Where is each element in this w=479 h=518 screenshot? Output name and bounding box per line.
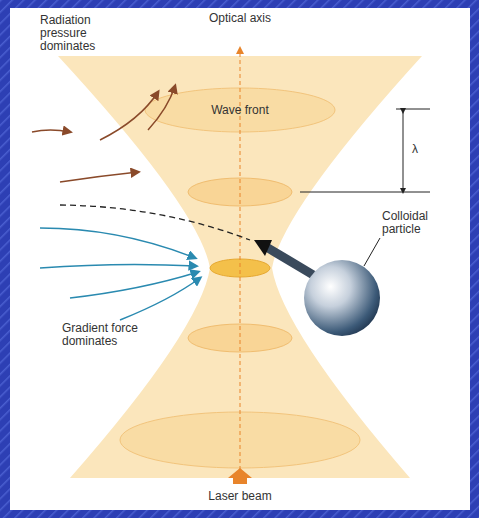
region-label: Gradient force dominates bbox=[62, 322, 142, 348]
region-label: Radiation pressure dominates bbox=[40, 14, 120, 53]
axis-label: Optical axis bbox=[200, 12, 280, 25]
wavelength-label: λ bbox=[412, 143, 432, 156]
wavefront-label: Wave front bbox=[195, 104, 285, 117]
source-label: Laser beam bbox=[190, 490, 290, 503]
particle-label: Colloidal particle bbox=[382, 210, 462, 236]
